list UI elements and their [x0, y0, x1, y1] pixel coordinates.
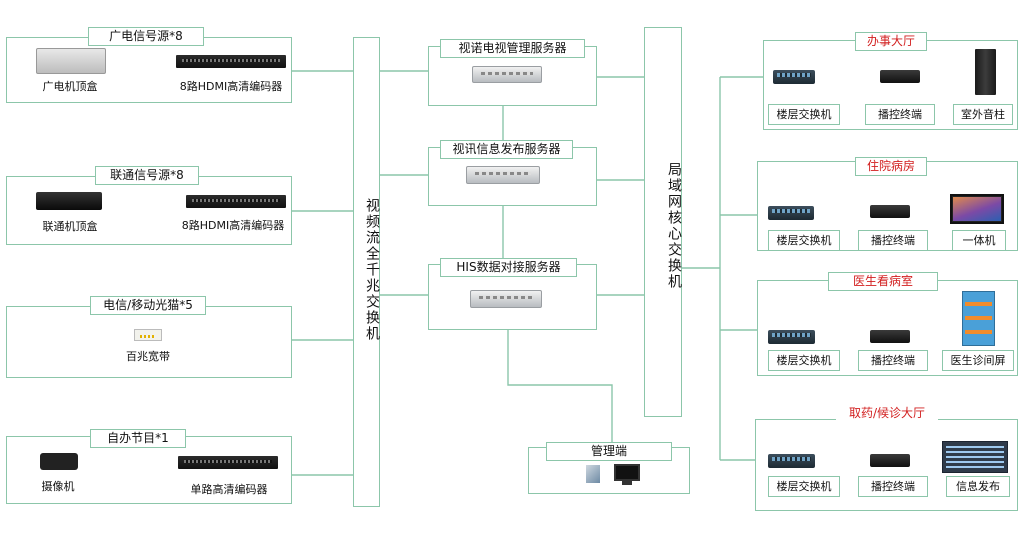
broadcast-stb-label: 广电机顶盒 [42, 80, 98, 93]
video-gigabit-switch: 视频流全千兆交换机 [353, 37, 380, 507]
info-release-server [466, 166, 540, 184]
tv-management-server-title: 视诺电视管理服务器 [440, 39, 585, 58]
lan-core-switch: 局域网核心交换机 [644, 27, 682, 417]
doctor-room-screen [962, 291, 995, 346]
pharmacy-waiting-title: 取药/候诊大厅 [836, 405, 938, 422]
service-hall-title: 办事大厅 [855, 32, 927, 51]
zone2-switch-label: 楼层交换机 [768, 230, 840, 251]
monitor-stand [622, 481, 632, 485]
floor-switch-2 [768, 206, 814, 220]
unicom-set-top-box [36, 192, 102, 210]
zone2-terminal-label: 播控终端 [858, 230, 928, 251]
modem-label: 百兆宽带 [126, 350, 170, 363]
playback-terminal-4 [870, 454, 910, 467]
info-release-server-title: 视讯信息发布服务器 [440, 140, 573, 159]
zone1-terminal-label: 播控终端 [865, 104, 935, 125]
broadcast-source-title: 广电信号源*8 [88, 27, 204, 46]
zone3-switch-label: 楼层交换机 [768, 350, 840, 371]
single-encoder-label: 单路高清编码器 [190, 483, 268, 496]
unicom-source-title: 联通信号源*8 [95, 166, 199, 185]
consulting-room-title: 医生看病室 [828, 272, 938, 291]
zone4-switch-label: 楼层交换机 [768, 476, 840, 497]
playback-terminal-3 [870, 330, 910, 343]
playback-terminal-1 [880, 70, 920, 83]
unicom-encoder [186, 195, 286, 208]
unicom-stb-label: 联通机顶盒 [42, 220, 98, 233]
single-encoder [178, 456, 278, 469]
telecom-source-title: 电信/移动光猫*5 [90, 296, 206, 315]
floor-switch-3 [768, 330, 815, 344]
playback-terminal-2 [870, 205, 910, 218]
monitor-icon [614, 464, 640, 481]
his-server-title: HIS数据对接服务器 [440, 258, 577, 277]
info-release-board [942, 441, 1008, 473]
unicom-encoder-label: 8路HDMI高清编码器 [181, 219, 285, 232]
outdoor-speaker [975, 49, 996, 95]
telecom-source-group [6, 306, 292, 378]
zone3-terminal-label: 播控终端 [858, 350, 928, 371]
video-camera [40, 453, 78, 470]
zone1-speaker-label: 室外音柱 [953, 104, 1013, 125]
floor-switch-1 [773, 70, 815, 84]
broadcast-set-top-box [36, 48, 106, 74]
optical-modem [134, 329, 162, 341]
unicom-source-group [6, 176, 292, 245]
core-switch-label: 局域网核心交换机 [666, 162, 682, 290]
tv-management-server [472, 66, 542, 83]
his-server [470, 290, 542, 308]
broadcast-encoder [176, 55, 286, 68]
management-title: 管理端 [546, 442, 672, 461]
floor-switch-4 [768, 454, 815, 468]
zone4-terminal-label: 播控终端 [858, 476, 928, 497]
zone4-board-label: 信息发布 [946, 476, 1010, 497]
video-switch-label: 视频流全千兆交换机 [364, 198, 380, 342]
cabinet-icon [586, 465, 600, 483]
zone3-screen-label: 医生诊间屏 [942, 350, 1014, 371]
zone1-switch-label: 楼层交换机 [768, 104, 840, 125]
inpatient-ward-title: 住院病房 [855, 157, 927, 176]
camera-label: 摄像机 [41, 480, 75, 493]
all-in-one-display [950, 194, 1004, 224]
zone2-aio-label: 一体机 [952, 230, 1006, 251]
self-program-title: 自办节目*1 [90, 429, 186, 448]
broadcast-encoder-label: 8路HDMI高清编码器 [179, 80, 283, 93]
